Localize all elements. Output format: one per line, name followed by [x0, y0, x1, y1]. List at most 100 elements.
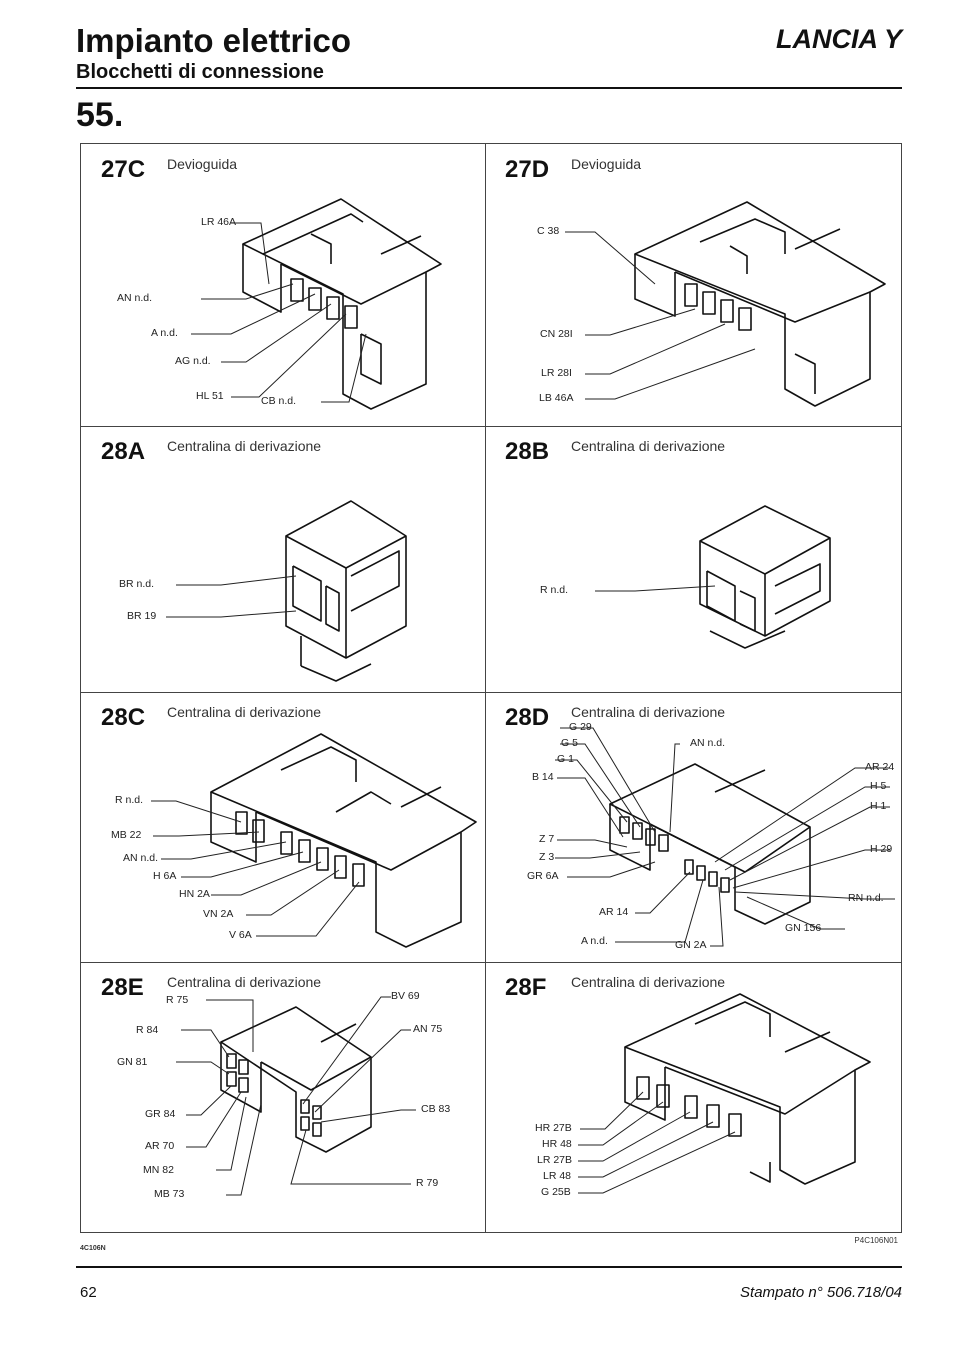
connector-diagram — [242, 198, 442, 410]
cell-28B: 28B Centralina di derivazione R n.d. — [485, 426, 903, 692]
grid-divider-row3 — [81, 962, 901, 963]
connector-description: Devioguida — [167, 156, 238, 172]
cell-27C: 27C Devioguida LR 46A AN n.d. A n.d. AG … — [81, 144, 485, 426]
wire-label: A n.d. — [581, 935, 608, 947]
wire-label: G 25B — [541, 1186, 571, 1198]
header-rule — [76, 87, 902, 89]
wire-label: AR 24 — [865, 761, 895, 773]
wire-label: R 79 — [416, 1177, 439, 1189]
wire-label: H 5 — [870, 780, 887, 792]
wire-label: G 1 — [557, 753, 574, 765]
wire-label: LR 27B — [537, 1154, 573, 1166]
wire-label: H 29 — [870, 843, 893, 855]
wire-label: MN 82 — [143, 1164, 174, 1176]
cell-28A: 28A Centralina di derivazione BR n.d. BR… — [81, 426, 485, 692]
wire-label: V 6A — [229, 929, 252, 941]
leader-lines — [578, 1091, 736, 1194]
wire-label: AN n.d. — [123, 852, 159, 864]
wire-label: AG n.d. — [175, 355, 211, 367]
connector-description: Centralina di derivazione — [167, 704, 322, 720]
stamp-code: 4C106N — [80, 1245, 106, 1252]
wire-label: BV 69 — [391, 990, 420, 1002]
connector-code: 28A — [101, 438, 146, 465]
wire-label: R 84 — [136, 1024, 159, 1036]
leader-lines — [565, 231, 756, 400]
page-subtitle: Blocchetti di connessione — [76, 61, 324, 83]
wire-label: LB 46A — [539, 392, 574, 404]
cell-28F: 28F Centralina di derivazione HR 27B HR … — [485, 962, 903, 1234]
connector-description: Centralina di derivazione — [571, 704, 726, 720]
connector-diagram — [285, 500, 407, 682]
wire-label: B 14 — [532, 771, 554, 783]
wire-label: HN 2A — [179, 888, 210, 900]
wire-label: GR 84 — [145, 1108, 176, 1120]
section-number: 55. — [76, 96, 124, 134]
wire-label: H 1 — [870, 800, 887, 812]
print-reference: Stampato n° 506.718/04 — [740, 1284, 902, 1301]
wire-label: HR 48 — [542, 1138, 572, 1150]
wire-label: R 75 — [166, 994, 189, 1006]
footer-rule — [76, 1266, 902, 1268]
connector-code: 28E — [101, 974, 144, 1001]
wire-label: R n.d. — [540, 584, 569, 596]
cell-28D: 28D Centralina di derivazione — [485, 692, 903, 962]
connector-code: 28D — [505, 704, 550, 731]
grid-divider-row1 — [81, 426, 901, 427]
connector-description: Centralina di derivazione — [167, 438, 322, 454]
connector-description: Centralina di derivazione — [571, 438, 726, 454]
wire-label: C 38 — [537, 225, 560, 237]
grid-divider-row2 — [81, 692, 901, 693]
leader-lines — [191, 222, 367, 403]
wire-label: R n.d. — [115, 794, 144, 806]
connector-code: 28F — [505, 974, 547, 1001]
leader-lines — [555, 727, 895, 947]
wire-label: CB 83 — [421, 1103, 451, 1115]
wire-label: GN 81 — [117, 1056, 148, 1068]
wire-label: CN 28I — [540, 328, 573, 340]
wire-label: AN n.d. — [690, 737, 726, 749]
wire-label: GN 2A — [675, 939, 707, 951]
wire-label: MB 22 — [111, 829, 142, 841]
wire-label: RN n.d. — [848, 892, 884, 904]
wire-label: AN 75 — [413, 1023, 443, 1035]
connector-diagram — [624, 993, 871, 1185]
wire-label: LR 46A — [201, 216, 237, 228]
wire-label: LR 28I — [541, 367, 572, 379]
wire-label: AR 70 — [145, 1140, 175, 1152]
leader-lines — [151, 800, 360, 937]
wire-label: GN 156 — [785, 922, 822, 934]
connector-description: Centralina di derivazione — [167, 974, 322, 990]
connector-description: Devioguida — [571, 156, 642, 172]
wire-label: Z 7 — [539, 833, 555, 845]
connector-code: 28C — [101, 704, 146, 731]
grid-divider-vertical — [485, 144, 486, 1232]
wire-label: G 5 — [561, 737, 578, 749]
wire-label: MB 73 — [154, 1188, 185, 1200]
cell-28C: 28C Centralina di derivazione R n.d. MB … — [81, 692, 485, 962]
page-title: Impianto elettrico — [76, 22, 352, 59]
leader-lines — [595, 585, 716, 592]
connector-diagram — [634, 201, 886, 407]
connector-code: 27D — [505, 156, 550, 183]
leader-lines — [176, 996, 416, 1196]
wire-label: GR 6A — [527, 870, 559, 882]
wire-label: G 29 — [569, 721, 592, 733]
connector-grid: 27C Devioguida LR 46A AN n.d. A n.d. AG … — [80, 143, 902, 1233]
cell-28E: 28E Centralina di derivazione R 75 — [81, 962, 485, 1234]
connector-code: 27C — [101, 156, 146, 183]
brand-label: LANCIA Y — [775, 24, 902, 54]
wire-label: H 6A — [153, 870, 177, 882]
wire-label: HL 51 — [196, 390, 224, 402]
wire-label: AN n.d. — [117, 292, 153, 304]
wire-label: CB n.d. — [261, 395, 297, 407]
wire-label: HR 27B — [535, 1122, 572, 1134]
connector-description: Centralina di derivazione — [571, 974, 726, 990]
connector-diagram — [699, 505, 831, 649]
leader-lines — [166, 575, 297, 618]
page-number: 62 — [80, 1284, 97, 1301]
wire-label: BR 19 — [127, 610, 157, 622]
connector-diagram — [220, 1006, 372, 1153]
wire-label: AR 14 — [599, 906, 629, 918]
figure-reference: P4C106N01 — [854, 1236, 898, 1245]
connector-code: 28B — [505, 438, 550, 465]
